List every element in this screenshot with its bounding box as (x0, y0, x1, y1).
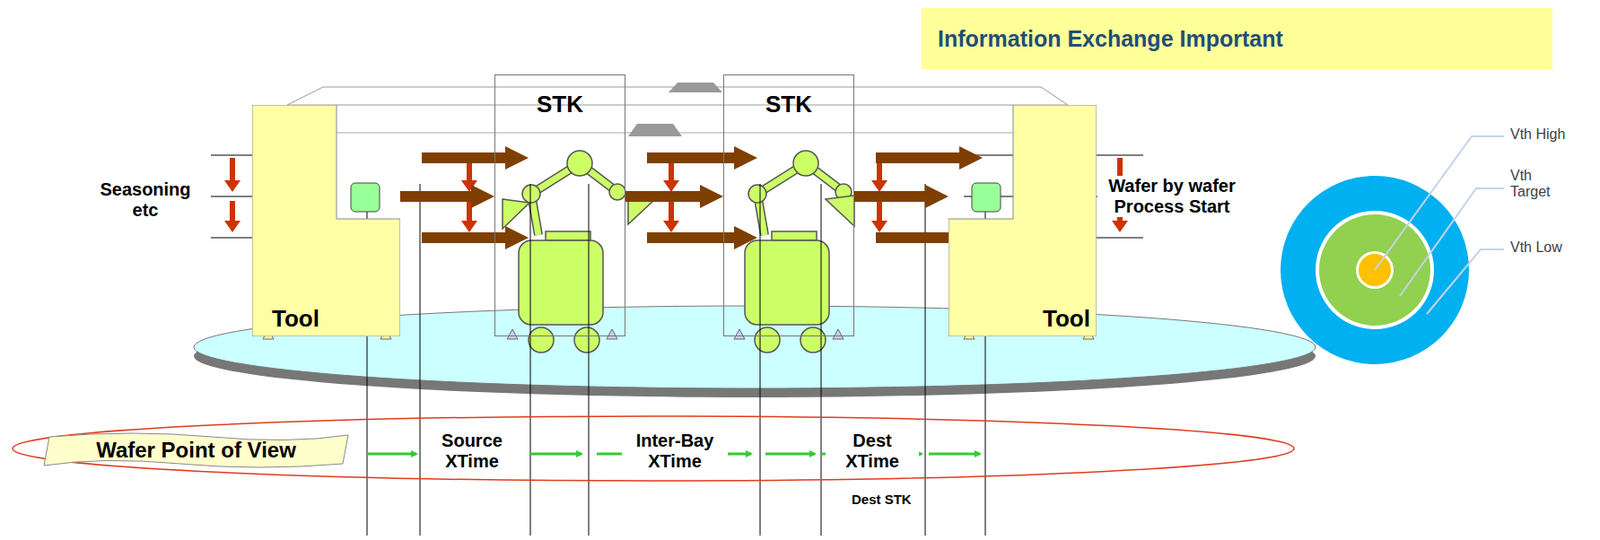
transfer-connector (854, 184, 949, 209)
annotation: Dest XTime (825, 430, 919, 473)
transfer-arrow (646, 226, 758, 250)
process-tool: Tool (948, 104, 1097, 337)
transfer-connector (625, 184, 724, 209)
annotation: Seasoning etc (90, 179, 201, 221)
annotation: Dest STK (849, 491, 914, 508)
node-label: STK (536, 90, 584, 119)
banner-text: Wafer Point of View (96, 437, 297, 464)
annotation: Source XTime (423, 430, 521, 473)
transfer-arrow (421, 146, 529, 170)
node-label: Tool (1042, 305, 1091, 333)
title-banner: Information Exchange Important (921, 8, 1553, 70)
annotation: Wafer by wafer Process Start (1097, 175, 1247, 218)
node-label: Tool (271, 305, 320, 333)
transfer-connector (400, 184, 495, 209)
annotation: Inter-Bay XTime (621, 430, 728, 473)
target-label: Vth Low (1508, 239, 1565, 256)
transfer-arrow (421, 226, 529, 250)
transfer-arrow (646, 146, 758, 170)
process-tool: Tool (252, 104, 401, 337)
stocker: STK (494, 74, 626, 337)
transfer-arrow (875, 146, 983, 170)
node-label: STK (765, 90, 813, 119)
stocker: STK (723, 74, 855, 337)
target-label: Vth Target (1508, 167, 1574, 202)
target-label: Vth High (1508, 126, 1567, 143)
scroll-banner: Wafer Point of View (40, 431, 352, 470)
